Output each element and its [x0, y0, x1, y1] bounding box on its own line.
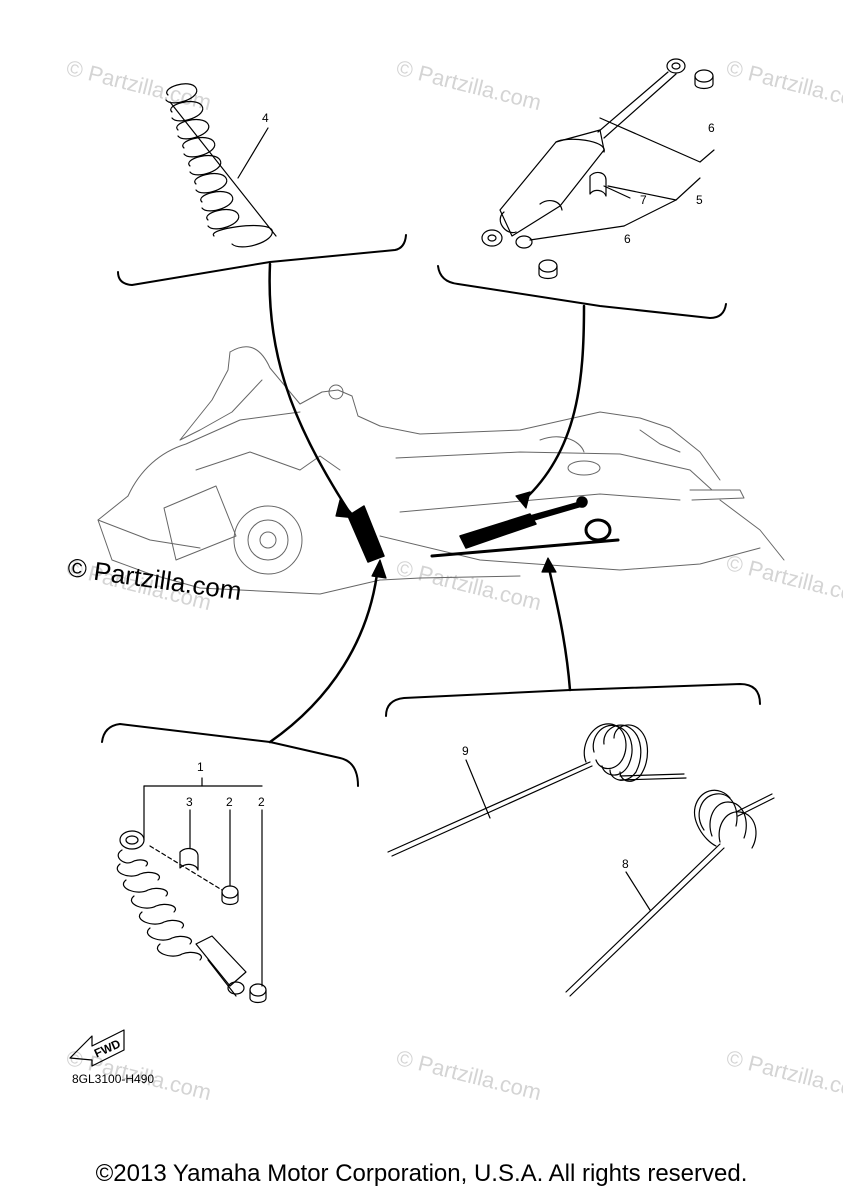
callout-4: 4	[262, 111, 269, 125]
leader-line-5b	[607, 185, 677, 201]
copyright-notice: ©2013 Yamaha Motor Corporation, U.S.A. A…	[95, 1160, 748, 1187]
diagram-code: 8GL3100-H490	[72, 1072, 155, 1086]
callout-9: 9	[462, 744, 469, 758]
callout-2a: 2	[226, 795, 233, 809]
callout-5: 5	[696, 193, 703, 207]
leader-line-5	[675, 177, 701, 201]
leader-line-4	[237, 127, 269, 179]
arrow-shock-to-sled	[522, 304, 586, 502]
group-bracket-front-shock	[101, 723, 359, 787]
callout-6b: 6	[624, 232, 631, 246]
group-bracket-shock	[437, 265, 727, 319]
arrow-head-spring	[335, 499, 357, 519]
torsion-spring-9	[387, 723, 687, 857]
coil-spring-4	[165, 83, 277, 248]
leader-line-7	[603, 185, 631, 199]
torsion-spring-8	[565, 789, 775, 997]
callout-8: 8	[622, 857, 629, 871]
arrow-front-shock-to-sled	[268, 564, 380, 744]
shock-position-front	[347, 505, 385, 563]
arrow-springs-to-sled	[546, 562, 572, 692]
bushing-2-lower	[249, 983, 267, 1004]
leader-line-9	[465, 759, 491, 819]
group-bracket-spring	[117, 234, 407, 286]
collar-3	[179, 847, 199, 871]
arrow-head-front-shock	[371, 559, 387, 579]
snowmobile-outline	[97, 346, 785, 595]
leader-line-6c	[529, 225, 625, 241]
leader-3-dash	[149, 845, 223, 891]
bushing-6-upper	[694, 69, 714, 90]
front-shock-1	[116, 830, 247, 997]
leader-line-6a	[599, 117, 701, 163]
fwd-arrow-icon	[69, 1029, 125, 1067]
bushing-2-upper	[221, 885, 239, 906]
spring-position-rear	[430, 518, 620, 558]
fwd-label: FWD	[92, 1036, 123, 1060]
callout-6a: 6	[708, 121, 715, 135]
shock-position-rear	[459, 496, 588, 549]
group-bracket-torsion	[385, 683, 761, 717]
callout-2b: 2	[258, 795, 265, 809]
bushing-6-lower	[538, 259, 558, 280]
callout-3: 3	[186, 795, 193, 809]
arrow-head-shock	[515, 491, 531, 509]
callout-1: 1	[197, 760, 204, 774]
leader-line-6d	[623, 199, 677, 227]
arrow-spring-to-sled	[268, 262, 350, 512]
collar-7	[589, 171, 607, 197]
leader-line-6b	[699, 149, 715, 163]
callout-7: 7	[640, 193, 647, 207]
rear-shock-5	[481, 58, 686, 249]
arrow-head-springs	[541, 557, 557, 573]
leader-line-8	[625, 871, 651, 911]
